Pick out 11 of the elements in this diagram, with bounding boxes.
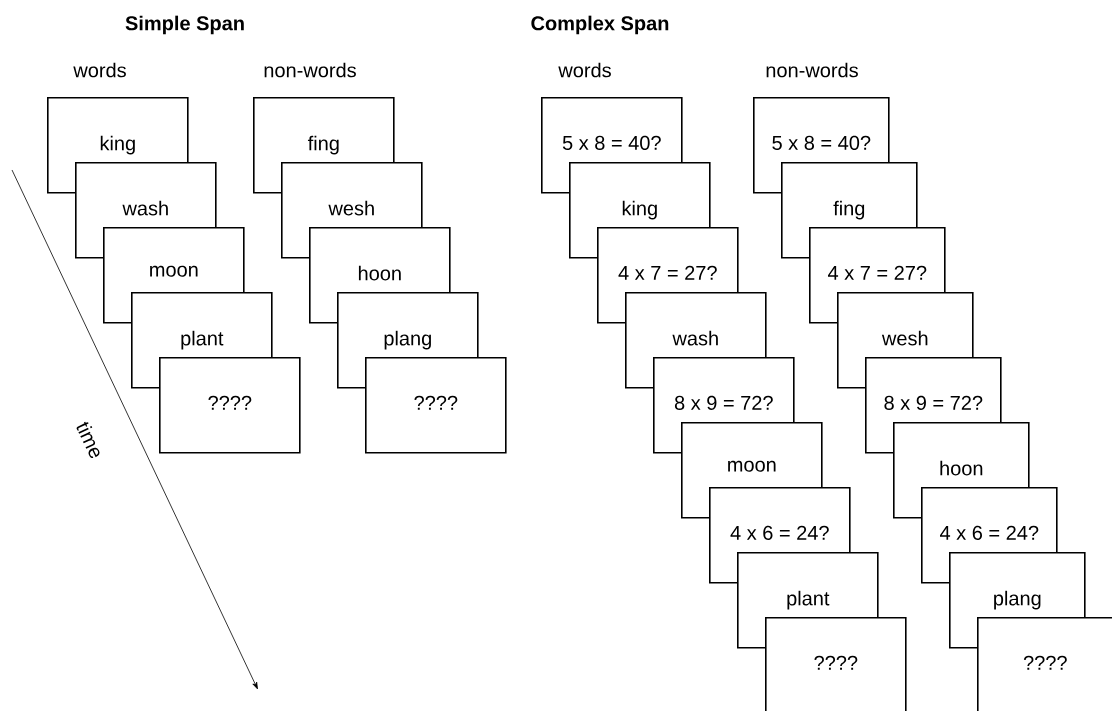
card: ????: [159, 356, 301, 454]
column-header: words: [73, 62, 126, 78]
heading: Complex Span: [531, 15, 669, 35]
column-header: non-words: [766, 62, 858, 78]
card: ????: [365, 356, 507, 454]
card: ????: [765, 617, 907, 711]
card: ????: [977, 617, 1112, 711]
heading: Simple Span: [125, 15, 244, 35]
column-header: words: [558, 62, 611, 78]
axis-label: time: [76, 421, 100, 459]
column-header: non-words: [264, 62, 356, 78]
